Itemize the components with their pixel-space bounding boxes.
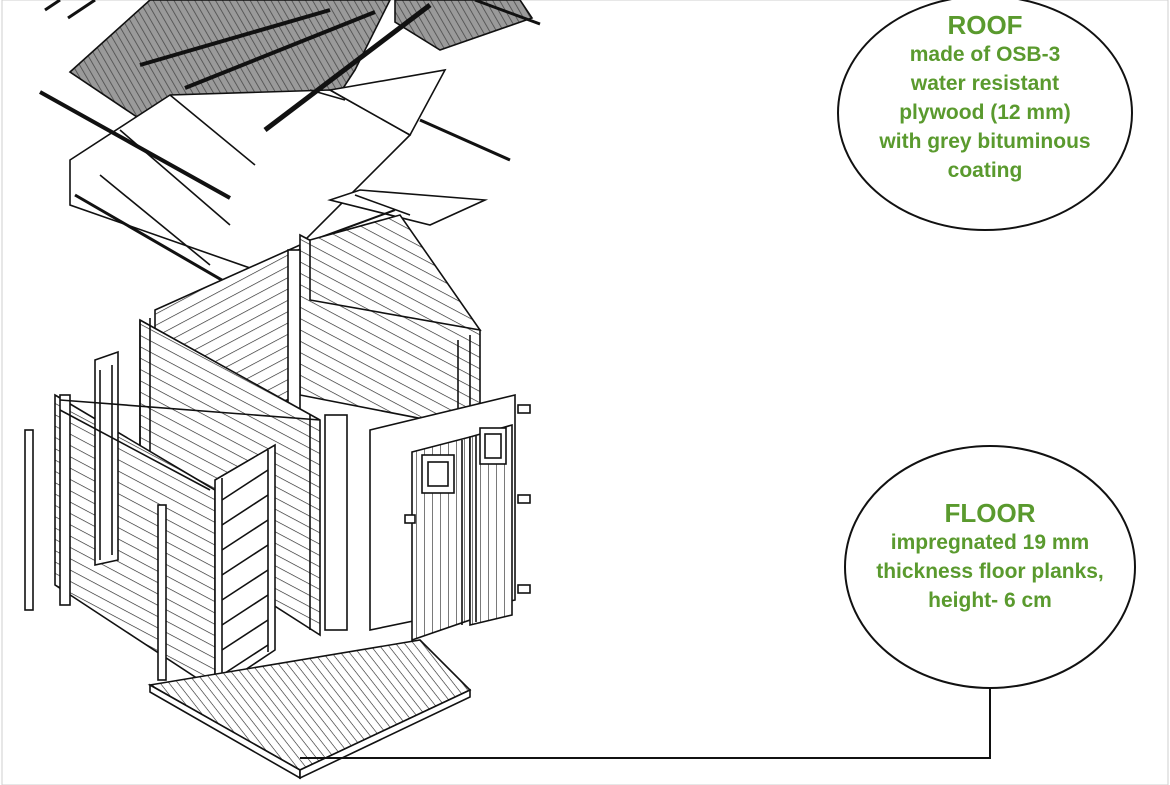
floor-callout-line: height- 6 cm [928,589,1052,612]
roof-callout: ROOF made of OSB-3 water resistant plywo… [840,10,1130,185]
roof-callout-line: water resistant [910,72,1060,95]
roof-callout-bubble [837,0,1133,231]
floor-callout-line: thickness floor planks, [876,560,1104,583]
roof-assembly [39,0,541,307]
floor-panel [147,639,472,780]
roof-callout-line: made of OSB-3 [909,43,1061,66]
floor-leader-line [300,688,991,759]
roof-callout-line: coating [947,159,1023,182]
side-walls [24,318,348,692]
floor-callout-line: impregnated 19 mm [890,531,1090,554]
floor-callout-title: FLOOR [944,498,1036,528]
roof-callout-title: ROOF [947,10,1023,40]
front-wall-with-door [369,393,531,642]
floor-callout: FLOOR impregnated 19 mm thickness floor … [845,498,1135,615]
roof-callout-line: with grey bituminous [879,130,1091,153]
roof-callout-line: plywood (12 mm) [899,101,1071,124]
